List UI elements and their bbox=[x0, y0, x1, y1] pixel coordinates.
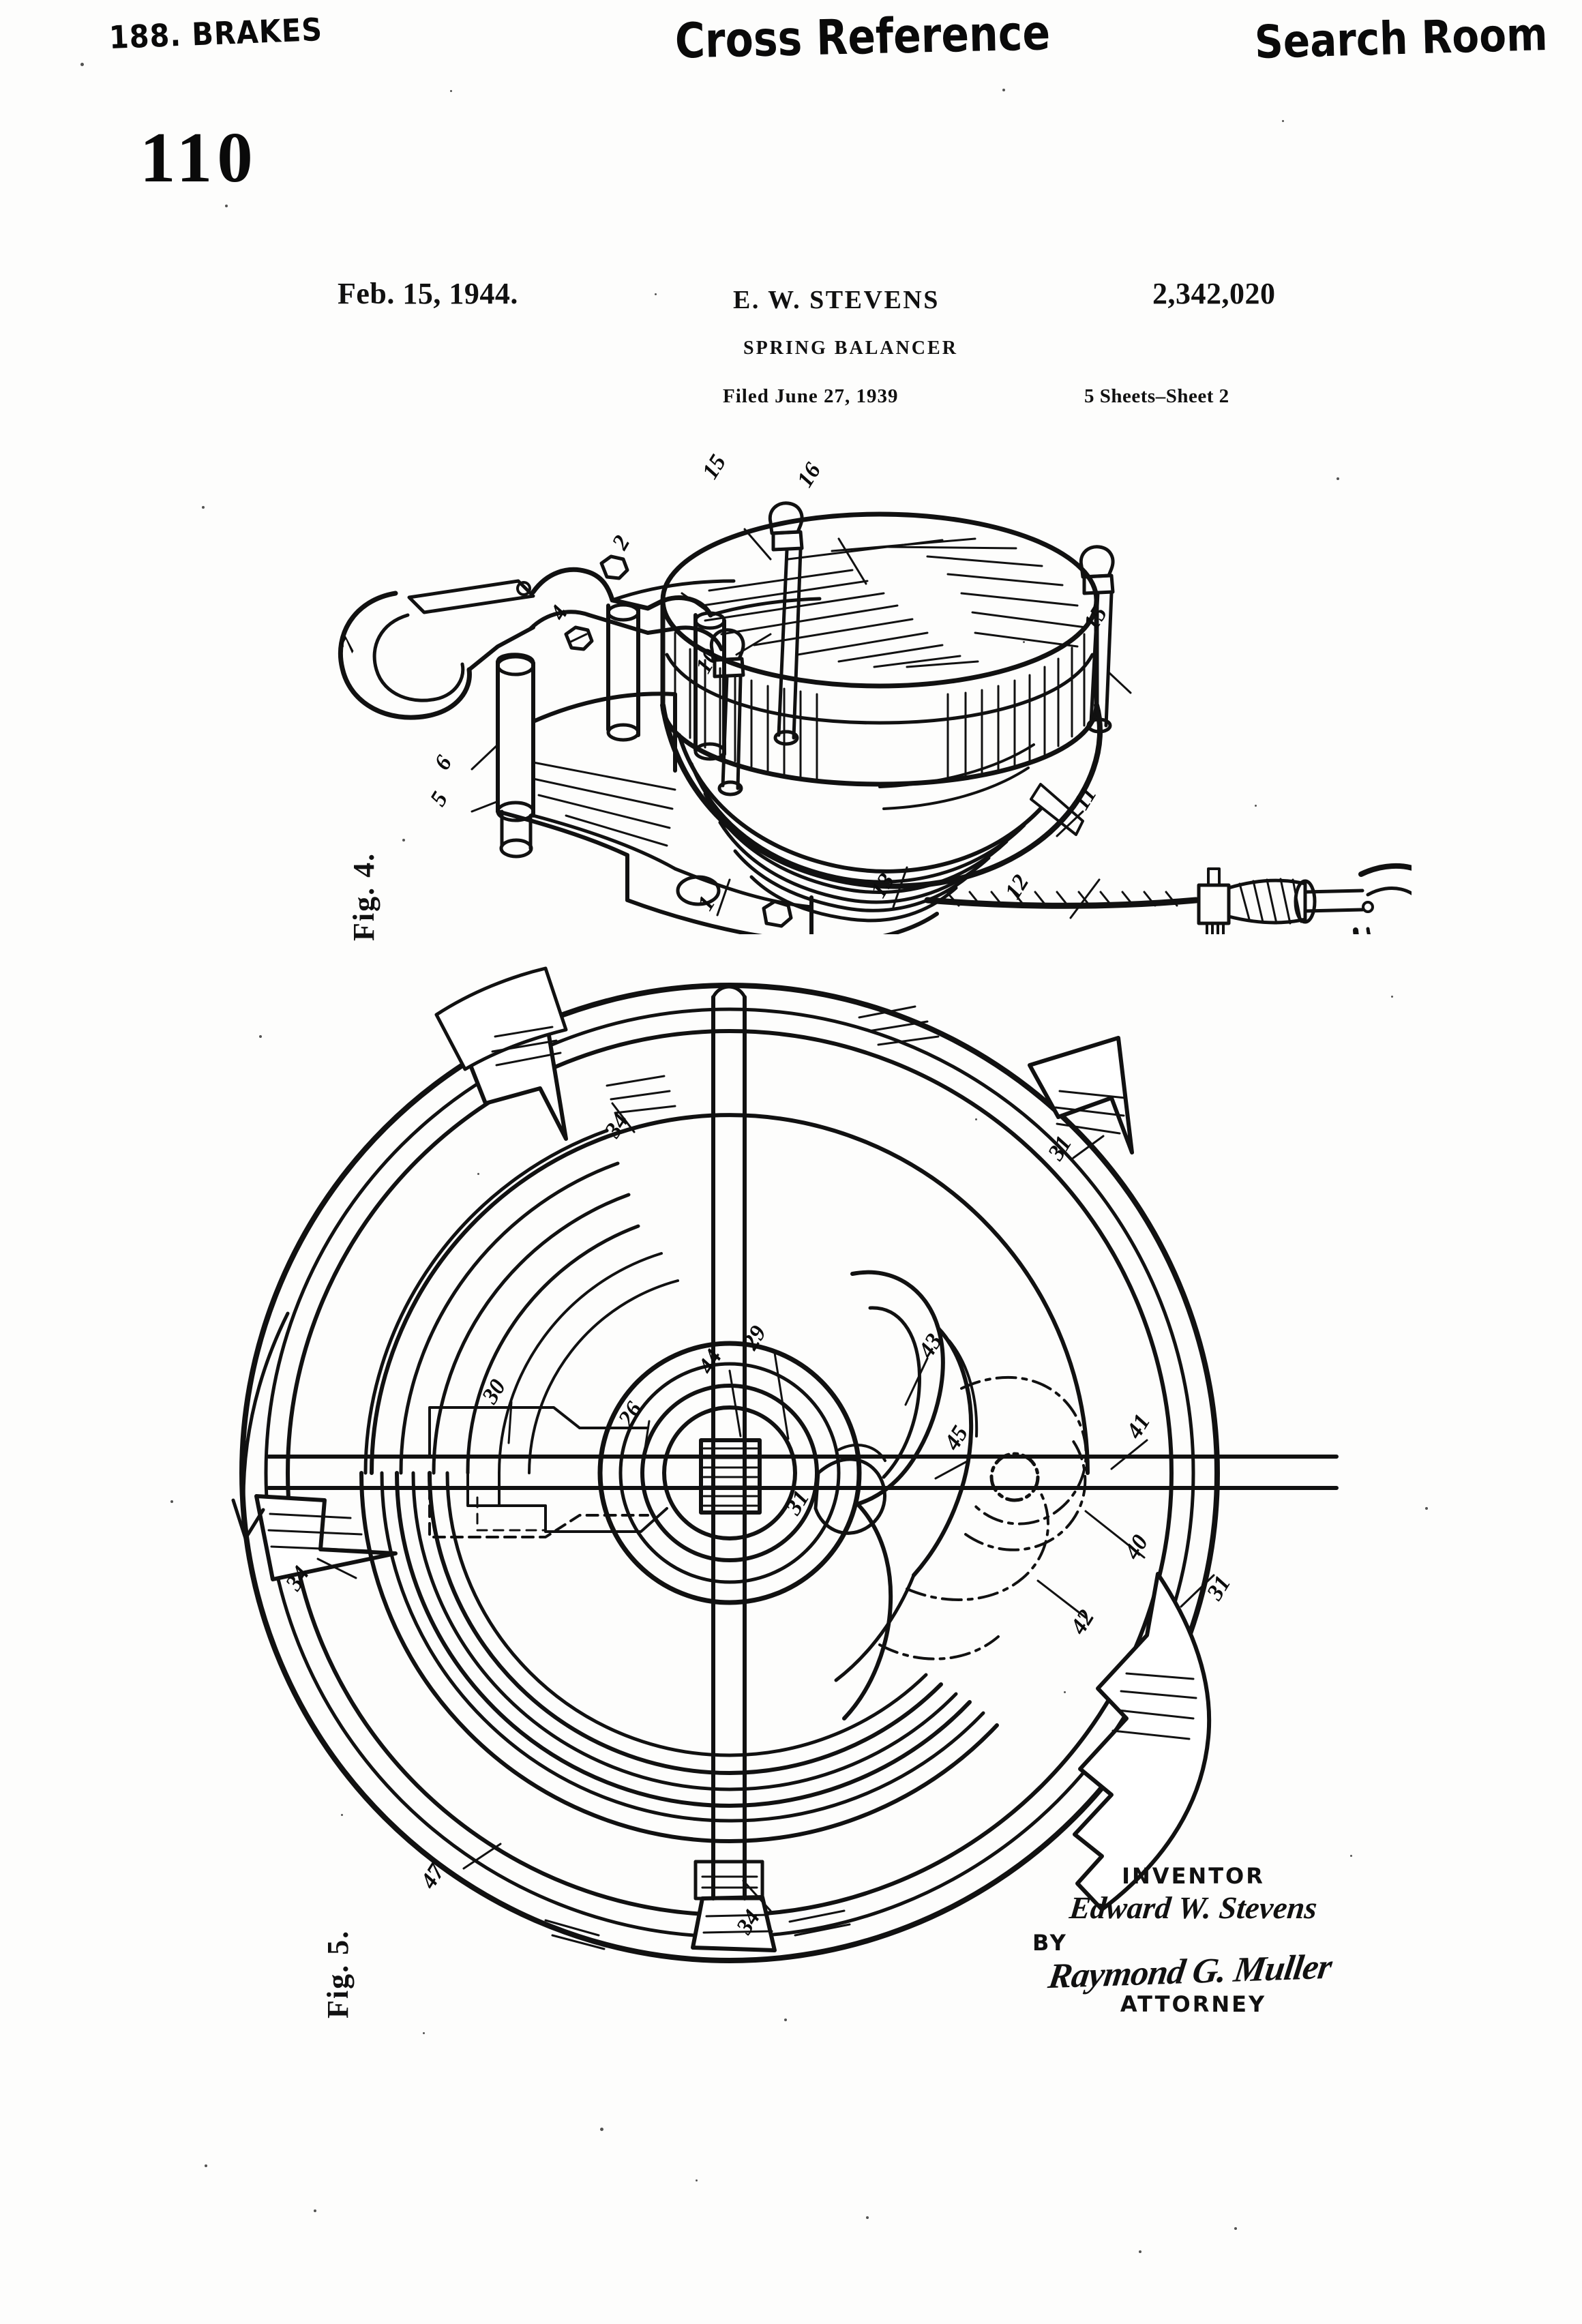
figure-4-svg bbox=[338, 501, 1412, 934]
scan-speck bbox=[423, 2032, 425, 2034]
scan-speck bbox=[1350, 1855, 1352, 1857]
figure-5-svg bbox=[231, 966, 1339, 1963]
scan-speck bbox=[1337, 477, 1339, 480]
figure-4-caption: Fig. 4. bbox=[347, 852, 380, 941]
search-room-stamp: Search Room bbox=[1253, 7, 1549, 70]
scan-speck bbox=[477, 1173, 479, 1175]
scan-speck bbox=[1064, 1691, 1066, 1693]
issue-date: Feb. 15, 1944. bbox=[338, 277, 518, 310]
signature-block: INVENTOR Edward W. Stevens BY Raymond G.… bbox=[1016, 1863, 1371, 2017]
scan-speck bbox=[170, 1500, 173, 1503]
scan-speck bbox=[450, 90, 452, 92]
scan-speck bbox=[314, 2209, 316, 2212]
scan-speck bbox=[205, 2164, 207, 2167]
scan-speck bbox=[402, 839, 405, 841]
scan-speck bbox=[341, 1814, 343, 1816]
patent-number: 2,342,020 bbox=[1152, 277, 1276, 310]
figure-4-drawing bbox=[293, 430, 1412, 934]
scan-speck bbox=[1282, 120, 1284, 122]
figure-5-caption: Fig. 5. bbox=[321, 1929, 355, 2018]
scan-speck bbox=[1391, 996, 1393, 998]
scan-speck bbox=[696, 2179, 698, 2181]
scan-speck bbox=[1255, 805, 1257, 807]
scan-speck bbox=[784, 2018, 787, 2021]
scan-speck bbox=[225, 205, 228, 207]
scan-speck bbox=[259, 1035, 262, 1038]
attorney-label: ATTORNEY bbox=[1120, 1991, 1267, 2017]
scan-speck bbox=[80, 63, 84, 66]
filing-date: Filed June 27, 1939 bbox=[723, 385, 899, 407]
scan-speck bbox=[1487, 44, 1489, 46]
scan-speck bbox=[202, 506, 205, 509]
scan-speck bbox=[600, 2128, 603, 2131]
inventor-label: INVENTOR bbox=[1122, 1863, 1265, 1889]
inventor-signature: Edward W. Stevens bbox=[1068, 1890, 1319, 1925]
scan-speck bbox=[1234, 2227, 1237, 2230]
handwritten-file-number: 110 bbox=[140, 117, 258, 197]
scan-speck bbox=[1425, 1507, 1428, 1510]
scan-speck bbox=[975, 1118, 977, 1120]
scan-speck bbox=[1023, 641, 1025, 643]
scan-speck bbox=[1002, 89, 1005, 91]
scan-speck bbox=[1139, 2250, 1141, 2253]
by-label: BY bbox=[1032, 1929, 1068, 1956]
invention-title: SPRING BALANCER bbox=[743, 338, 958, 359]
figure-5-drawing bbox=[225, 934, 1384, 2053]
sheet-info: 5 Sheets–Sheet 2 bbox=[1084, 385, 1229, 407]
classification-stamp: 188. BRAKES bbox=[108, 11, 323, 56]
scan-speck bbox=[866, 2216, 869, 2219]
cross-reference-stamp: Cross Reference bbox=[674, 5, 1051, 70]
inventor-initials: E. W. STEVENS bbox=[733, 286, 940, 314]
scan-speck bbox=[655, 293, 657, 295]
